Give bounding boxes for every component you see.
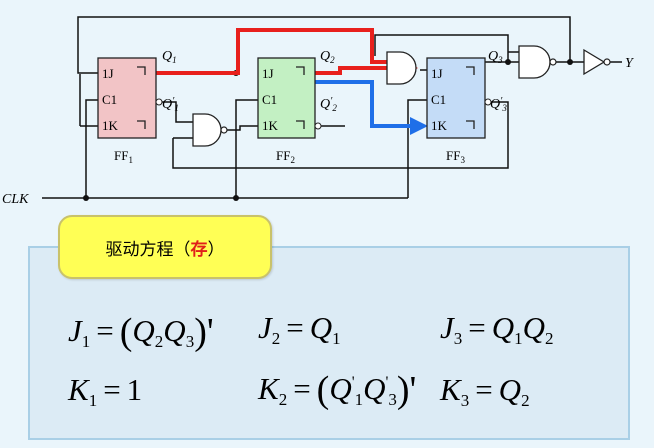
and-gate-ff3-j — [386, 51, 417, 85]
nand-gate-lower — [192, 113, 222, 147]
ff2-j-label: 1J — [262, 66, 274, 81]
nand-output-bubble — [549, 58, 557, 66]
q3-bar-label: Q′3 — [490, 96, 507, 113]
q1-bar-label: Q′1 — [162, 96, 179, 113]
q3-label: Q3 — [488, 49, 503, 65]
eq-k2: K2=(Q'1Q'3)' — [258, 369, 417, 411]
eq-j3: J3=Q1Q2 — [440, 310, 554, 348]
ff1-k-label: 1K — [102, 118, 119, 133]
q2-bar-label: Q′2 — [320, 96, 337, 113]
eq-k3: K3=Q2 — [440, 372, 530, 410]
eq-j2: J2=Q1 — [258, 310, 341, 348]
flip-flop-3: 1J C1 1K — [426, 57, 492, 139]
drive-equations-label: 驱动方程（存） — [58, 215, 272, 279]
ff2-name: FF2 — [276, 148, 295, 165]
blue-wire — [315, 80, 412, 128]
ff1-c-label: C1 — [102, 92, 117, 107]
inverter-bubble — [603, 58, 611, 66]
ff3-j-label: 1J — [431, 66, 443, 81]
ff2-k-label: 1K — [262, 118, 279, 133]
ff1-j-label: 1J — [102, 66, 114, 81]
q2-label: Q2 — [320, 49, 335, 65]
ff3-k-label: 1K — [431, 118, 448, 133]
clk-label: CLK — [2, 192, 29, 207]
nand-lower-bubble — [220, 126, 228, 134]
nand-gate-output — [518, 45, 551, 79]
ff1-name: FF1 — [114, 148, 133, 165]
flip-flop-2: 1J C1 1K — [257, 57, 322, 139]
ff2-c-label: C1 — [262, 92, 277, 107]
flip-flop-1: 1J C1 1K — [97, 57, 163, 139]
eq-k1: K1=1 — [68, 372, 143, 410]
blue-arrow-head — [410, 117, 428, 135]
equations-panel: J1=(Q2Q3)' J2=Q1 J3=Q1Q2 K1=1 K2=(Q'1Q'3… — [28, 246, 630, 440]
red-wire — [156, 28, 404, 75]
ff3-c-label: C1 — [431, 92, 446, 107]
eq-j1: J1=(Q2Q3)' — [68, 311, 214, 353]
inverter-buffer — [583, 48, 606, 76]
ff3-name: FF3 — [446, 148, 465, 165]
label-highlight: 存 — [190, 239, 208, 260]
q1-label: Q1 — [162, 49, 177, 65]
y-output-label: Y — [625, 56, 635, 71]
